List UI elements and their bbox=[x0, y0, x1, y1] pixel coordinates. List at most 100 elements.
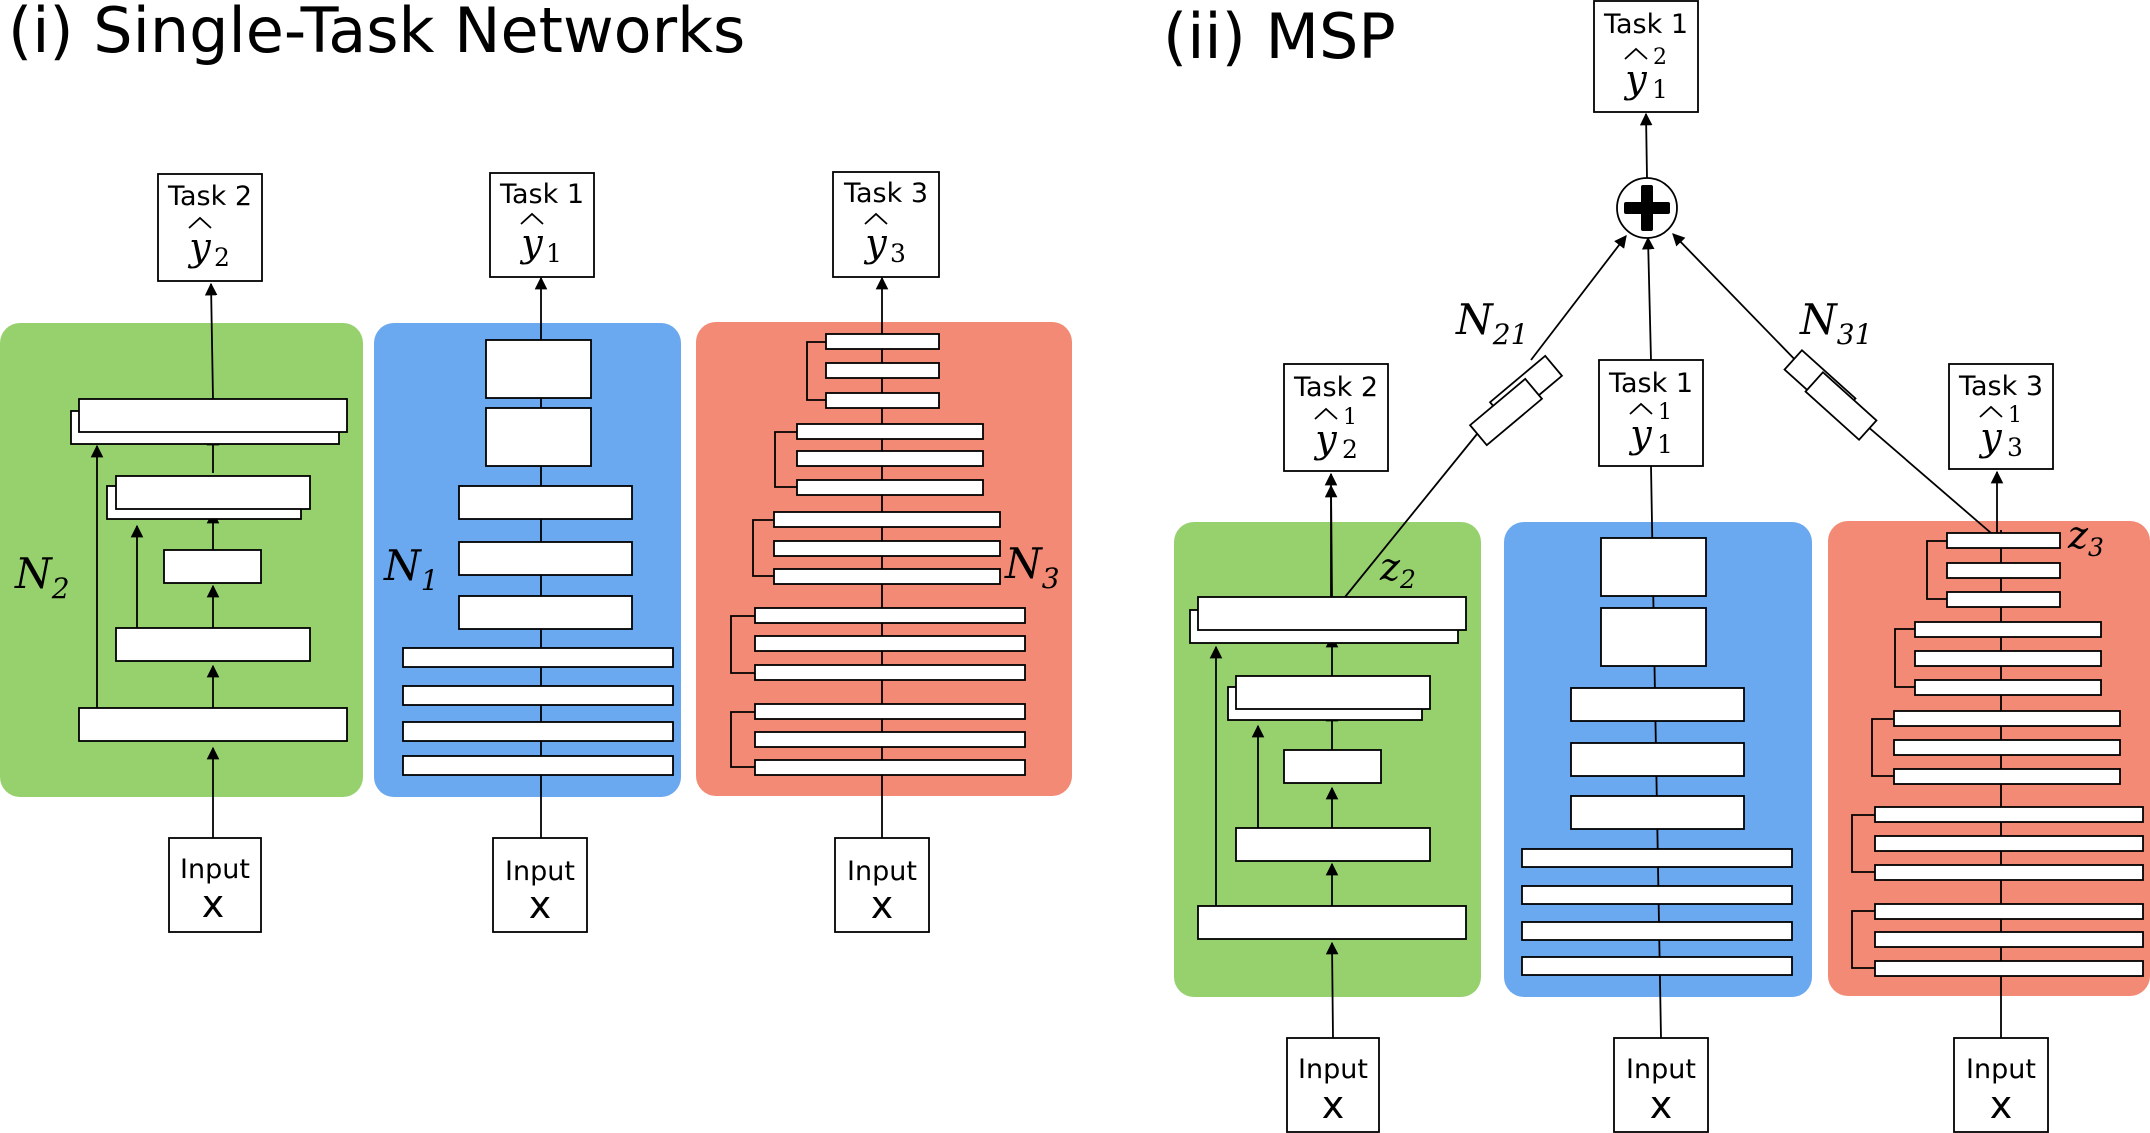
red-layer-14 bbox=[1874, 931, 2144, 948]
svg-text:y: y bbox=[1628, 412, 1652, 456]
svg-text:Task 2: Task 2 bbox=[1293, 372, 1378, 403]
blue-layer-4 bbox=[1570, 742, 1745, 777]
red-layer-2 bbox=[1946, 562, 2061, 579]
svg-text:x: x bbox=[1990, 1083, 2013, 1127]
blue-layer-4 bbox=[458, 541, 633, 576]
green-layer-3 bbox=[1283, 749, 1382, 784]
adapter-n21: N21 bbox=[1455, 295, 1564, 447]
blue-layer-1 bbox=[485, 339, 592, 399]
red-layer-11 bbox=[754, 635, 1026, 652]
svg-text:Input: Input bbox=[847, 856, 917, 887]
single-green-network: N2 bbox=[0, 282, 363, 838]
hat-icon bbox=[1629, 402, 1653, 415]
red-layer-3 bbox=[825, 392, 940, 409]
hat-icon bbox=[520, 212, 544, 225]
msp-output-task-1: Task 1 y 1 1 bbox=[1598, 359, 1704, 467]
red-layer-12 bbox=[754, 664, 1026, 681]
hat-icon bbox=[864, 212, 888, 225]
single-output-task-3: Task 3 y 3 bbox=[832, 171, 940, 278]
svg-text:y: y bbox=[519, 221, 543, 265]
svg-text:y: y bbox=[1978, 415, 2002, 459]
green-layer-2 bbox=[115, 627, 311, 662]
blue-net-label: N1 bbox=[383, 541, 439, 597]
blue-layer-8 bbox=[402, 721, 674, 742]
msp-input-green: Input x bbox=[1286, 1037, 1380, 1133]
msp-blue-network bbox=[1504, 465, 1812, 1039]
red-layer-14 bbox=[754, 731, 1026, 748]
svg-text:2: 2 bbox=[1653, 45, 1667, 70]
msp-green-network: z2 bbox=[1174, 484, 1481, 1039]
blue-layer-6 bbox=[402, 647, 674, 668]
red-layer-9 bbox=[773, 568, 1001, 585]
red-layer-3 bbox=[1946, 591, 2061, 608]
msp-title: (ii) MSP bbox=[1163, 0, 1396, 73]
red-layer-10 bbox=[754, 607, 1026, 624]
blue-layer-5 bbox=[1570, 795, 1745, 830]
svg-text:1: 1 bbox=[1657, 430, 1673, 459]
red-layer-1 bbox=[825, 333, 940, 350]
svg-text:Task 2: Task 2 bbox=[167, 181, 252, 212]
single-blue-network: N1 bbox=[374, 276, 681, 838]
msp-top-output-task-1: Task 1 y 2 1 bbox=[1593, 0, 1699, 113]
single-output-task-2: Task 2 y 2 bbox=[157, 173, 263, 282]
svg-text:Input: Input bbox=[1298, 1054, 1368, 1085]
green-layer-2 bbox=[1235, 827, 1431, 862]
red-layer-5 bbox=[1914, 650, 2102, 667]
green-layer-5-front bbox=[78, 398, 348, 433]
hat-icon bbox=[1979, 405, 2003, 418]
single-input-green: Input x bbox=[168, 837, 262, 933]
red-layer-5 bbox=[796, 450, 984, 467]
red-layer-15 bbox=[1874, 960, 2144, 977]
svg-text:Input: Input bbox=[180, 854, 250, 885]
svg-text:1: 1 bbox=[546, 239, 562, 268]
svg-text:Task 1: Task 1 bbox=[1608, 368, 1693, 399]
svg-text:3: 3 bbox=[2007, 433, 2023, 462]
green-layer-1 bbox=[78, 707, 348, 742]
green-layer-4-front bbox=[115, 475, 311, 510]
blue-layer-2 bbox=[485, 407, 592, 467]
z2-label: z2 bbox=[1379, 545, 1416, 594]
green-layer-3 bbox=[163, 549, 262, 584]
single-input-blue: Input x bbox=[492, 837, 588, 933]
blue-layer-3 bbox=[1570, 687, 1745, 722]
svg-text:2: 2 bbox=[1342, 435, 1358, 464]
red-layer-10 bbox=[1874, 806, 2144, 823]
svg-text:y: y bbox=[1623, 57, 1647, 101]
svg-text:Task 1: Task 1 bbox=[1603, 9, 1688, 40]
svg-text:3: 3 bbox=[890, 239, 906, 268]
blue-layer-9 bbox=[1521, 956, 1793, 976]
red-layer-6 bbox=[796, 479, 984, 496]
single-output-task-1: Task 1 y 1 bbox=[489, 172, 595, 278]
svg-text:2: 2 bbox=[214, 243, 230, 272]
red-layer-8 bbox=[773, 540, 1001, 557]
msp-output-task-3: Task 3 y 1 3 bbox=[1948, 363, 2054, 470]
svg-text:Input: Input bbox=[1966, 1054, 2036, 1085]
green-net-label: N2 bbox=[14, 549, 70, 605]
red-layer-7 bbox=[1893, 710, 2121, 727]
red-layer-8 bbox=[1893, 739, 2121, 756]
blue-layer-1 bbox=[1600, 537, 1707, 597]
svg-text:x: x bbox=[1650, 1083, 1673, 1127]
svg-text:y: y bbox=[863, 221, 887, 265]
n21-label: N21 bbox=[1455, 295, 1528, 351]
svg-text:Input: Input bbox=[505, 856, 575, 887]
single-input-red: Input x bbox=[834, 837, 930, 933]
svg-text:1: 1 bbox=[1658, 400, 1672, 425]
green-layer-1 bbox=[1197, 905, 1467, 940]
plus-icon bbox=[1616, 177, 1678, 239]
red-layer-4 bbox=[796, 423, 984, 440]
hat-icon bbox=[188, 216, 212, 229]
blue-layer-7 bbox=[1521, 885, 1793, 905]
hat-icon bbox=[1314, 407, 1338, 420]
svg-text:x: x bbox=[1322, 1083, 1345, 1127]
red-layer-13 bbox=[1874, 903, 2144, 920]
red-net-label: N3 bbox=[1004, 539, 1060, 595]
svg-text:x: x bbox=[871, 883, 894, 927]
blue-layer-5 bbox=[458, 595, 633, 630]
svg-text:1: 1 bbox=[2008, 403, 2022, 428]
green-layer-4-front bbox=[1235, 675, 1431, 710]
red-layer-6 bbox=[1914, 679, 2102, 696]
svg-text:Task 3: Task 3 bbox=[843, 178, 928, 209]
n31-label: N31 bbox=[1799, 295, 1872, 351]
svg-text:x: x bbox=[202, 882, 225, 926]
